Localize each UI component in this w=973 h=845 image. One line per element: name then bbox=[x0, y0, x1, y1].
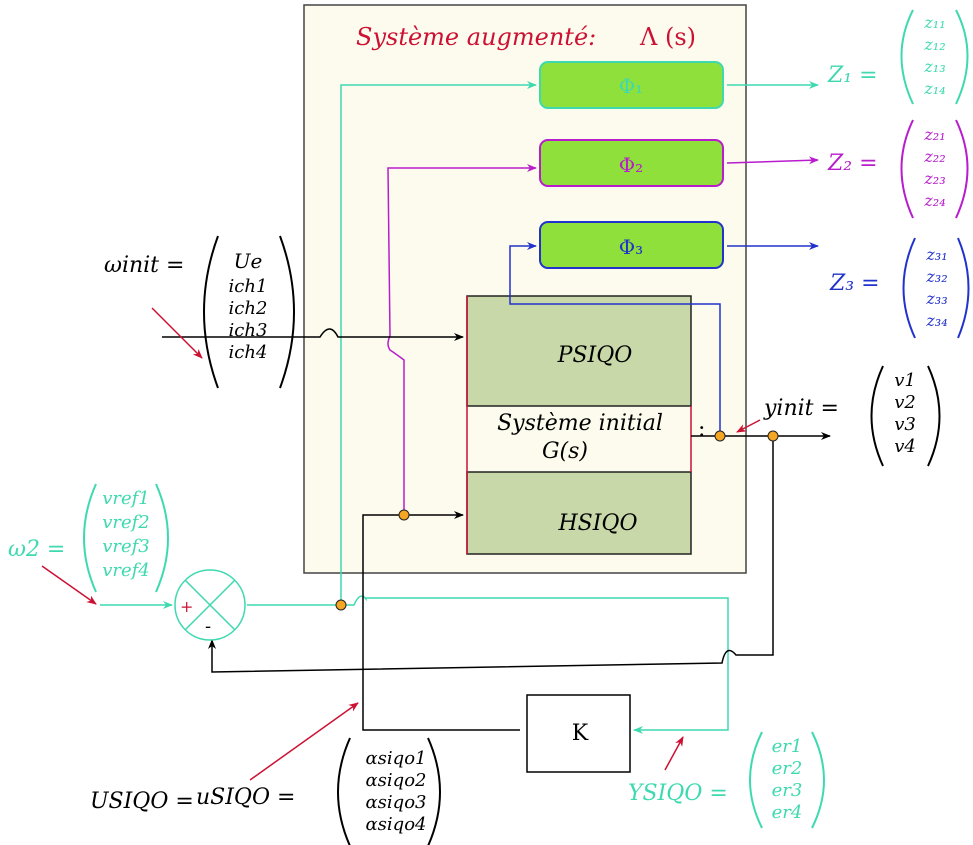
y-init-item: v4 bbox=[894, 436, 916, 457]
node-purple-split bbox=[398, 509, 410, 521]
z1-label: Z₁ = bbox=[827, 63, 878, 88]
summing-minus-sign: - bbox=[205, 616, 211, 637]
y-init-label: yinit = bbox=[763, 396, 839, 421]
omega-init-item: ich4 bbox=[229, 342, 268, 363]
controller-k-block bbox=[526, 694, 631, 773]
annotation-arrow-u-siqo bbox=[249, 702, 359, 781]
phi-3-label: Φ₃ bbox=[619, 235, 643, 259]
omega-2-left-paren bbox=[83, 483, 97, 593]
phi-3-block bbox=[539, 221, 724, 269]
node-blue-split bbox=[714, 430, 726, 442]
z3-item: z₃₁ bbox=[925, 245, 947, 264]
z1-item: z₁₃ bbox=[923, 57, 945, 76]
omega-init-left-paren bbox=[203, 235, 219, 389]
z2-item: z₂₂ bbox=[923, 147, 945, 166]
u-siqo-item: αsiqo4 bbox=[366, 814, 427, 835]
u-siqo-item: αsiqo2 bbox=[366, 770, 427, 791]
u-siqo-label-1: USIQO = bbox=[90, 789, 194, 814]
u-siqo-right-paren bbox=[427, 737, 441, 845]
z1-left-paren bbox=[900, 9, 914, 105]
annotation-arrow-omega-2 bbox=[41, 565, 97, 605]
z1-right-paren bbox=[955, 9, 969, 105]
z1-item: z₁₁ bbox=[923, 13, 945, 32]
omega-2-label: ω2 = bbox=[8, 537, 65, 562]
blue-wire-phi3 bbox=[509, 242, 721, 436]
black-wire-control bbox=[362, 511, 520, 731]
y-init-right-paren bbox=[927, 365, 941, 467]
p-siqo-block bbox=[466, 295, 692, 407]
initial-system-colon: : bbox=[698, 417, 705, 442]
h-siqo-block bbox=[466, 471, 692, 555]
node-teal-split bbox=[335, 599, 347, 611]
black-wire-feedback bbox=[208, 436, 774, 673]
z1-item: z₁₄ bbox=[923, 79, 945, 98]
y-siqo-item: er3 bbox=[772, 780, 803, 801]
z2-left-paren bbox=[900, 119, 914, 219]
omega-2-right-paren bbox=[155, 483, 169, 593]
y-init-left-paren bbox=[870, 365, 884, 467]
node-feedback-split bbox=[767, 430, 779, 442]
z3-left-paren bbox=[902, 237, 916, 339]
augmented-system-symbol: Λ (s) bbox=[639, 23, 696, 51]
omega-2-item: vref3 bbox=[102, 536, 150, 557]
summing-cross-2 bbox=[184, 579, 236, 631]
omega-init-item: ich2 bbox=[229, 298, 268, 319]
z3-label: Z₃ = bbox=[829, 271, 880, 296]
z2-item: z₂₄ bbox=[923, 191, 945, 210]
black-wire-omega-init bbox=[162, 328, 464, 341]
z3-item: z₃₂ bbox=[925, 267, 947, 286]
annotation-arrow-y-init bbox=[736, 419, 761, 433]
z3-right-paren bbox=[957, 237, 970, 339]
y-siqo-item: er1 bbox=[772, 736, 803, 757]
augmented-system-title: Système augmenté: bbox=[356, 23, 596, 51]
phi-2-block bbox=[539, 139, 724, 187]
phi-1-label: Φ₁ bbox=[619, 74, 643, 98]
z3-item: z₃₄ bbox=[925, 311, 947, 330]
annotation-arrow-y-siqo bbox=[664, 736, 684, 771]
z2-right-paren bbox=[955, 119, 969, 219]
omega-init-item: ich1 bbox=[229, 276, 268, 297]
teal-wire-phi1 bbox=[340, 81, 537, 605]
u-siqo-item: αsiqo1 bbox=[366, 748, 427, 769]
initial-system-label: Système initial bbox=[497, 411, 663, 436]
y-siqo-item: er2 bbox=[772, 758, 803, 779]
y-init-item: v3 bbox=[894, 414, 916, 435]
omega-init-item: Ue bbox=[234, 249, 263, 273]
z3-item: z₃₃ bbox=[925, 289, 947, 308]
omega-init-item: ich3 bbox=[229, 320, 268, 341]
teal-wire-summer-out bbox=[247, 595, 729, 734]
y-siqo-left-paren bbox=[749, 731, 763, 829]
u-siqo-left-paren bbox=[337, 737, 351, 845]
controller-k-label: K bbox=[572, 721, 589, 746]
y-siqo-right-paren bbox=[811, 731, 825, 829]
u-siqo-item: αsiqo3 bbox=[366, 792, 427, 813]
y-init-item: v1 bbox=[894, 370, 916, 391]
summing-plus-sign: + bbox=[180, 597, 193, 616]
omega-init-right-paren bbox=[279, 235, 295, 389]
y-init-item: v2 bbox=[894, 392, 916, 413]
omega-init-label: ωinit = bbox=[104, 253, 184, 278]
p-siqo-label: PSIQO bbox=[557, 343, 633, 368]
z2-item: z₂₃ bbox=[923, 169, 945, 188]
omega-2-item: vref1 bbox=[102, 488, 150, 509]
y-siqo-item: er4 bbox=[772, 802, 803, 823]
initial-system-g-label: G(s) bbox=[542, 439, 588, 464]
purple-wire-phi2-out bbox=[726, 156, 819, 165]
u-siqo-label-2: uSIQO = bbox=[196, 785, 295, 810]
z1-item: z₁₂ bbox=[923, 35, 945, 54]
omega-2-item: vref2 bbox=[102, 512, 150, 533]
h-siqo-label: HSIQO bbox=[557, 511, 637, 536]
z2-item: z₂₁ bbox=[923, 125, 945, 144]
phi-1-block bbox=[539, 61, 724, 109]
annotation-arrow-omega-init bbox=[151, 307, 203, 359]
omega-2-item: vref4 bbox=[102, 560, 150, 581]
y-siqo-label: YSIQO = bbox=[628, 781, 728, 806]
z2-label: Z₂ = bbox=[827, 151, 878, 176]
phi-2-label: Φ₂ bbox=[619, 153, 643, 177]
